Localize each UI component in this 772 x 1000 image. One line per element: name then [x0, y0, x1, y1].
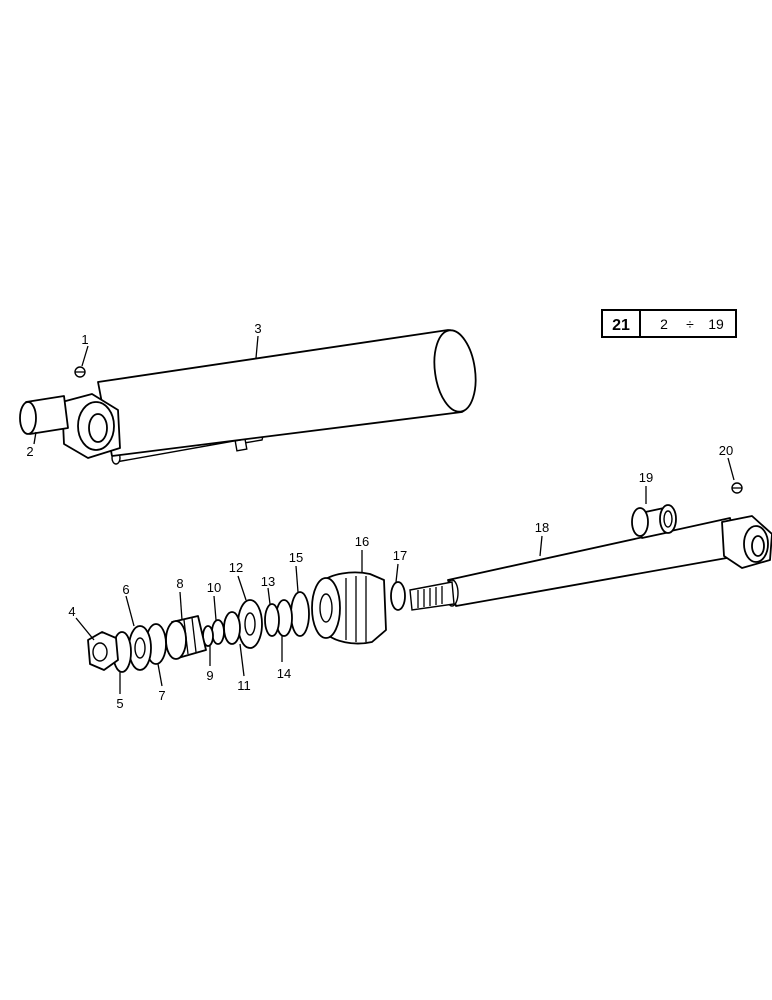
leader-lines — [33, 335, 735, 694]
callout-16: 16 — [355, 534, 369, 549]
callout-labels: 1 2 3 4 5 6 7 8 9 10 11 12 13 14 15 16 1… — [26, 321, 733, 711]
callout-17: 17 — [393, 548, 407, 563]
range-start: 2 — [660, 316, 668, 332]
grease-nipple — [731, 482, 743, 494]
callout-1: 1 — [81, 332, 88, 347]
callout-14: 14 — [277, 666, 291, 681]
callout-5: 5 — [116, 696, 123, 711]
callout-19: 19 — [639, 470, 653, 485]
callout-9: 9 — [206, 668, 213, 683]
range-symbol: ÷ — [686, 316, 694, 332]
assembly-number: 21 — [612, 317, 630, 334]
callout-7: 7 — [158, 688, 165, 703]
reference-box: 21 2 ÷ 19 — [601, 309, 737, 338]
callout-20: 20 — [719, 443, 733, 458]
bushing — [631, 504, 677, 539]
callout-15: 15 — [289, 550, 303, 565]
callout-12: 12 — [229, 560, 243, 575]
callout-2: 2 — [26, 444, 33, 459]
callout-3: 3 — [254, 321, 261, 336]
piston-assembly-parts — [87, 571, 406, 673]
piston-rod — [409, 515, 772, 611]
range-end: 19 — [708, 316, 724, 332]
callout-4: 4 — [68, 604, 75, 619]
callout-11: 11 — [237, 678, 251, 693]
callout-6: 6 — [122, 582, 129, 597]
callout-8: 8 — [176, 576, 183, 591]
cylinder-barrel — [19, 329, 477, 465]
callout-18: 18 — [535, 520, 549, 535]
callout-10: 10 — [207, 580, 221, 595]
callout-13: 13 — [261, 574, 275, 589]
